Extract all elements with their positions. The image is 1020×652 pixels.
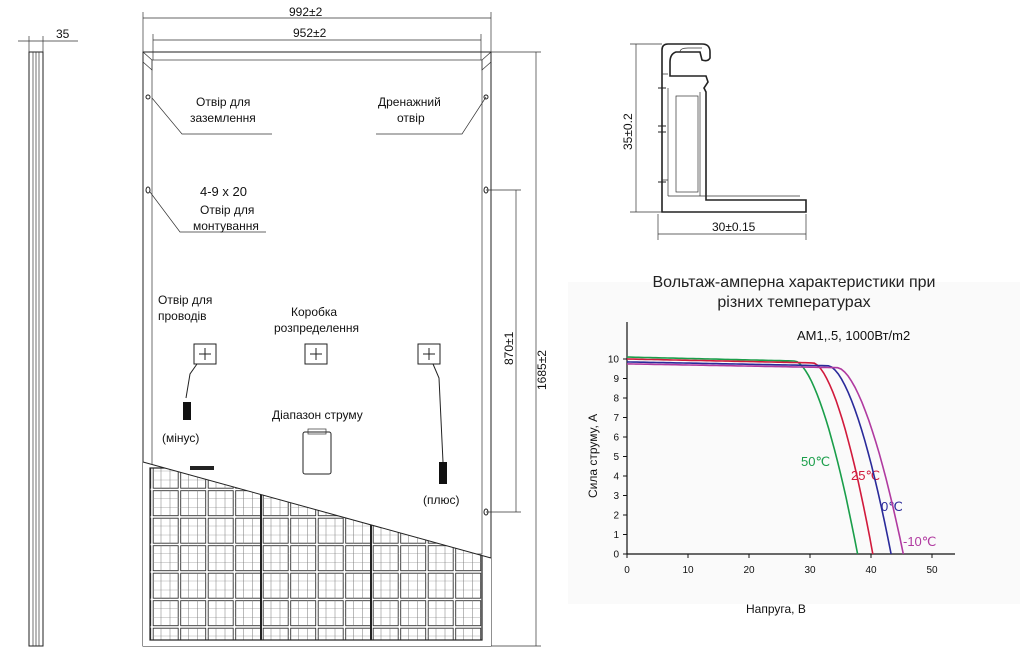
series-line-2	[626, 361, 892, 555]
series-line-1	[626, 358, 874, 555]
mount-hole-label-3: монтування	[193, 219, 259, 233]
side-thickness-label: 35	[56, 27, 70, 41]
side-profile-view: 35	[18, 27, 78, 647]
x-tick-label: 10	[682, 565, 694, 576]
y-tick-label: 10	[608, 355, 620, 366]
chart-title-line1: Вольтаж-амперна характеристики при	[653, 274, 936, 291]
plus-label: (плюс)	[423, 493, 460, 507]
y-tick-label: 2	[613, 511, 619, 522]
y-tick-label: 7	[613, 413, 619, 424]
y-tick-label: 3	[613, 491, 619, 502]
panel-back-view: 992±2 952±2 1685±2 870±1 Отвір для зазем…	[142, 5, 549, 647]
current-range-label: Діапазон струму	[272, 408, 363, 422]
width-inner-label: 952±2	[293, 26, 327, 40]
junction-box-label-2: розпределення	[274, 321, 359, 335]
plus-connector	[439, 462, 447, 484]
height-mount-label: 870±1	[502, 331, 516, 365]
series-line-0	[627, 356, 859, 555]
series-line-3	[627, 363, 905, 555]
wire-hole-label-2: проводів	[158, 309, 207, 323]
ground-hole-left	[145, 94, 151, 100]
solar-cells	[143, 462, 491, 646]
ground-hole-label-1: Отвір для	[196, 95, 250, 109]
minus-label: (мінус)	[162, 431, 199, 445]
current-range-card	[302, 431, 332, 475]
chart-series: 50℃25℃0℃-10℃	[626, 356, 936, 555]
x-tick-label: 50	[926, 565, 938, 576]
ground-hole-right	[483, 94, 489, 100]
series-label-0: 50℃	[801, 454, 830, 469]
label-plate	[190, 466, 214, 470]
series-label-2: 0℃	[881, 499, 903, 514]
chart-axes: 0 1 2 3 4 5 6 7 8 9 10 0 10 20 30 40 50	[608, 322, 955, 576]
chart-ylabel: Сила струму, А	[586, 414, 600, 498]
junction-box-center	[304, 343, 328, 365]
x-tick-label: 30	[804, 565, 816, 576]
junction-box-label-1: Коробка	[291, 305, 337, 319]
x-tick-label: 20	[743, 565, 755, 576]
y-tick-label: 9	[613, 374, 619, 385]
wire-hole-label-1: Отвір для	[158, 293, 212, 307]
y-tick-label: 8	[613, 394, 619, 405]
width-outer-label: 992±2	[289, 5, 323, 19]
profile-height-label: 35±0.2	[621, 113, 635, 150]
mount-hole-label-2: Отвір для	[200, 203, 254, 217]
y-tick-label: 1	[613, 530, 619, 541]
chart-xlabel: Напруга, В	[746, 602, 806, 616]
junction-box-left	[193, 343, 217, 365]
junction-box-right	[417, 343, 441, 365]
iv-chart: Вольтаж-амперна характеристики при різни…	[568, 274, 1020, 616]
minus-connector	[183, 402, 191, 420]
y-tick-label: 6	[613, 433, 619, 444]
chart-background	[568, 282, 1020, 604]
chart-title-line2: різних температурах	[717, 294, 870, 311]
y-tick-label: 0	[613, 550, 619, 561]
plus-cable	[432, 363, 444, 463]
cutaway-line	[142, 461, 492, 559]
frame-profile-view: 35±0.2 30±0.15	[621, 43, 807, 240]
drain-hole-label-2: отвір	[397, 111, 425, 125]
y-tick-label: 4	[613, 472, 619, 483]
ground-hole-label-2: заземлення	[190, 111, 256, 125]
profile-width-label: 30±0.15	[712, 220, 756, 234]
x-tick-label: 40	[865, 565, 877, 576]
mount-hole-label-1: 4-9 x 20	[200, 184, 247, 199]
height-total-label: 1685±2	[535, 350, 549, 390]
mount-hole-right-top	[483, 186, 489, 194]
y-tick-label: 5	[613, 452, 619, 463]
chart-subtitle: AM1,.5, 1000Вт/m2	[797, 328, 910, 343]
profile-outline	[661, 43, 807, 213]
mount-hole-left-top	[145, 186, 151, 194]
drain-hole-label-1: Дренажний	[378, 95, 441, 109]
minus-cable	[185, 363, 198, 399]
mount-hole-right-bottom	[483, 508, 489, 516]
x-tick-label: 0	[624, 565, 630, 576]
series-label-3: -10℃	[903, 534, 936, 549]
